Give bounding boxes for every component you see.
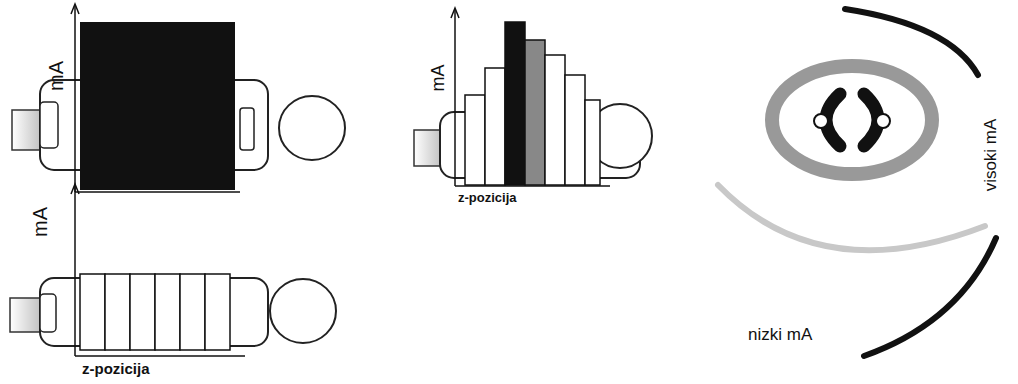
y-axis <box>74 186 76 356</box>
ma-constant-bar <box>80 22 235 190</box>
patient-head <box>270 279 336 343</box>
axis-caption: z-pozicija <box>458 191 517 204</box>
modulated-bars <box>465 22 600 185</box>
x-axis <box>75 355 245 357</box>
patient-hips <box>40 294 56 332</box>
axis-arrow <box>71 184 79 194</box>
x-axis <box>455 185 610 187</box>
y-axis <box>74 6 76 192</box>
axis-caption: z-pozicija <box>82 361 150 376</box>
y-axis <box>454 10 456 186</box>
axis-label: mA <box>46 61 66 91</box>
axis-caption: nizki mA <box>748 326 812 343</box>
bone-right <box>876 114 890 128</box>
axis-arrow <box>451 8 459 18</box>
axis-label: visoki mA <box>982 119 999 192</box>
slice-bars <box>80 274 230 350</box>
patient-hips <box>40 102 58 148</box>
low-ma-arc <box>718 185 985 250</box>
angular-modulation-panel <box>718 9 996 356</box>
axis-label: mA <box>429 65 447 92</box>
axis-arrow <box>71 4 79 14</box>
patient-shoulders <box>240 108 254 150</box>
high-ma-arc <box>864 238 996 356</box>
slice-panel <box>10 184 336 356</box>
x-axis <box>75 191 240 193</box>
axis-label: mA <box>30 207 50 237</box>
high-ma-arc <box>845 9 978 75</box>
body-cross-section <box>772 66 932 174</box>
patient-head <box>279 96 345 160</box>
bone-left <box>814 114 828 128</box>
patient-legs <box>10 298 44 332</box>
constant-ma-panel <box>12 4 345 192</box>
z-modulation-panel <box>414 8 652 186</box>
